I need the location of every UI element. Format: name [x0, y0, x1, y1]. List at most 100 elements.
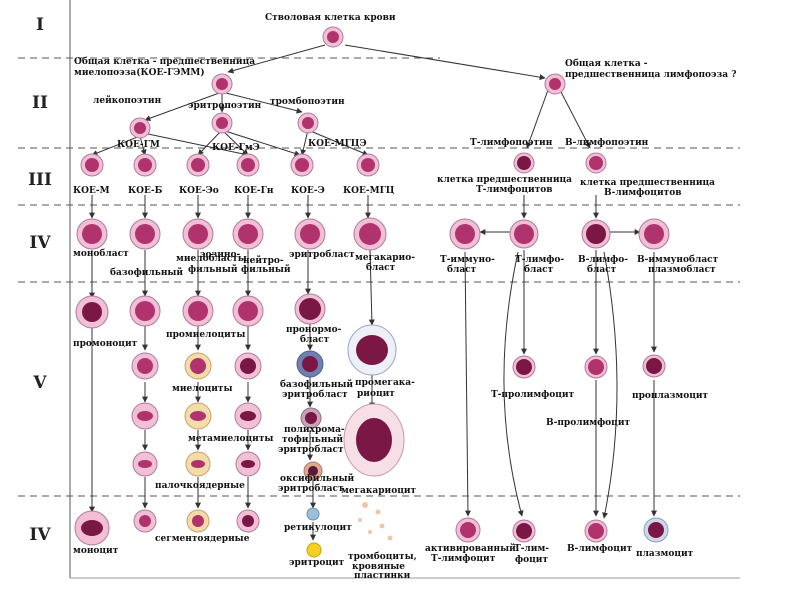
label-b-precursor-1: клетка предшественница — [580, 178, 715, 188]
myelocyte-basophilic-cell — [131, 352, 159, 380]
label-koe-e: КОЕ-Э — [291, 186, 325, 196]
basophilic-erythroblast-cell — [296, 350, 324, 378]
row-label-6: IV — [29, 525, 51, 545]
segmented-neutrophil-cell — [236, 509, 260, 533]
label-thrombopoietin: тромбопоэтин — [270, 96, 345, 107]
label-pronormoblast-1: пронормо- — [286, 325, 342, 335]
label-activated-t-2: Т-лимфоцит — [431, 554, 496, 564]
label-koe-eo: КОЕ-Эо — [179, 186, 219, 196]
label-proplasmocyte: проплазмоцит — [632, 391, 709, 401]
label-erythropoietin: эритропоэтин — [188, 101, 262, 111]
row-label-1: I — [36, 15, 44, 35]
t-precursor-cell — [513, 152, 535, 174]
cells — [74, 26, 670, 558]
label-segmented: сегментоядерные — [155, 534, 250, 544]
row-label-3: III — [28, 170, 52, 190]
row-label-2: II — [32, 93, 48, 113]
label-koe-mgce: КОЕ-МГЦЭ — [308, 139, 367, 149]
label-monocyte: моноцит — [73, 546, 119, 556]
label-reticulocyte: ретикулоцит — [284, 523, 352, 533]
row-label-4: IV — [29, 233, 51, 253]
koe-mgc-cell — [356, 153, 380, 177]
koe-gm-cell — [129, 117, 151, 139]
b-lymphocyte-cell — [584, 519, 608, 543]
label-myeloid-progenitor-1: Общая клетка - предшественница — [74, 56, 255, 67]
oxyphilic-erythroblast-cell — [303, 461, 323, 481]
label-b-lymphocyte: В-лимфоцит — [567, 544, 633, 554]
label-erythroblast: эритробласт — [289, 249, 355, 260]
t-lymphoblast-cell — [509, 219, 539, 249]
megakaryoblast-cell — [353, 217, 387, 251]
labels: Стволовая клетка крови Общая клетка - пр… — [73, 13, 737, 581]
label-t-immunoblast-2: бласт — [447, 264, 477, 275]
label-koe-gme: КОЕ-ГмЭ — [212, 143, 260, 153]
label-oxyphilic-1: оксифильный — [280, 473, 355, 484]
label-koe-m: КОЕ-М — [73, 186, 110, 196]
b-lymphoblast-cell — [581, 219, 611, 249]
metamyelocyte-basophilic-cell — [131, 402, 159, 430]
reticulocyte-cell — [306, 507, 320, 521]
label-t-lymphocyte-1: Т-лим- — [514, 544, 549, 554]
b-prolymphocyte-cell — [584, 355, 608, 379]
erythroblast-cell — [294, 218, 326, 250]
promyelocyte-eosinophilic-cell — [182, 295, 214, 327]
label-platelets-3: пластинки — [354, 571, 411, 581]
stem-cell — [322, 26, 344, 48]
label-t-precursor-1: клетка предшественница — [437, 175, 572, 185]
label-oxyphilic-2: эритробласт — [278, 483, 344, 494]
label-b-precursor-2: В-лимфоцитов — [604, 188, 681, 198]
connectors — [89, 44, 657, 541]
label-koe-b: КОЕ-Б — [128, 186, 163, 196]
label-neutrophilic-2: фильный — [241, 264, 291, 275]
label-t-precursor-2: Т-лимфоцитов — [476, 185, 553, 195]
segmented-eosinophil-cell — [186, 509, 210, 533]
label-metamyelocytes: метамиелоциты — [188, 434, 273, 444]
label-b-immunoblast-2: плазмобласт — [648, 264, 716, 275]
label-myeloblasts: миелобласты — [176, 253, 247, 264]
label-platelets-2: кровяные — [352, 562, 405, 572]
monocyte-cell — [74, 510, 110, 546]
label-basophilic-erythroblast-2: эритробласт — [282, 389, 348, 400]
row-label-5: V — [32, 373, 47, 393]
label-t-lymphopoietin: Т-лимфопоэтин — [470, 138, 553, 148]
promonocyte-cell — [75, 295, 109, 329]
proplasmocyte-cell — [642, 354, 666, 378]
label-koe-gm: КОЕ-ГМ — [117, 140, 160, 150]
segmented-basophil-cell — [133, 509, 157, 533]
monoblast-cell — [76, 218, 108, 250]
label-koe-gn: КОЕ-Гн — [234, 186, 274, 196]
label-megakaryoblast-2: бласт — [366, 262, 396, 273]
promegakaryocyte-cell — [347, 324, 397, 376]
row-labels: I II III IV V IV — [28, 15, 52, 545]
label-myelocytes: миелоциты — [172, 384, 233, 394]
label-b-lymphopoietin: В-лимфопоэтин — [565, 138, 649, 148]
label-promegakaryocyte-1: промегака- — [355, 378, 415, 388]
label-basophilic-erythroblast-1: базофильный — [280, 379, 353, 390]
koe-b-cell — [133, 153, 157, 177]
label-b-lymphoblast-1: В-лимфо- — [578, 255, 628, 265]
label-band-cells: палочкоядерные — [155, 481, 245, 491]
t-immunoblast-cell — [449, 218, 481, 250]
label-t-lymphoblast-1: Т-лимфо- — [515, 255, 564, 265]
basophilic-myeloblast-cell — [129, 218, 161, 250]
label-pronormoblast-2: бласт — [300, 334, 330, 345]
polychromatophilic-erythroblast-cell — [300, 407, 322, 429]
koe-eo-cell — [186, 153, 210, 177]
label-b-immunoblast-1: В-иммунобласт — [637, 254, 719, 265]
label-t-prolymphocyte: Т-пролимфоцит — [491, 390, 575, 400]
eosinophilic-myeloblast-cell — [182, 218, 214, 250]
label-promonocyte: промоноцит — [73, 339, 138, 349]
label-b-lymphoblast-2: бласт — [587, 264, 617, 275]
platelets-cluster — [358, 502, 393, 541]
label-t-lymphoblast-2: бласт — [524, 264, 554, 275]
label-stem-cell: Стволовая клетка крови — [265, 13, 396, 23]
promyelocyte-neutrophilic-cell — [232, 295, 264, 327]
pronormoblast-cell — [294, 293, 326, 325]
koe-gme-cell — [211, 112, 233, 134]
metamyelocyte-neutrophilic-cell — [234, 402, 262, 430]
label-lymphoid-progenitor-2: предшественница лимфопоэза ? — [565, 70, 737, 80]
b-immunoblast-cell — [638, 218, 670, 250]
grid-lines — [18, 0, 740, 579]
myelocyte-neutrophilic-cell — [234, 352, 262, 380]
label-megakaryocyte: мегакариоцит — [341, 486, 417, 496]
